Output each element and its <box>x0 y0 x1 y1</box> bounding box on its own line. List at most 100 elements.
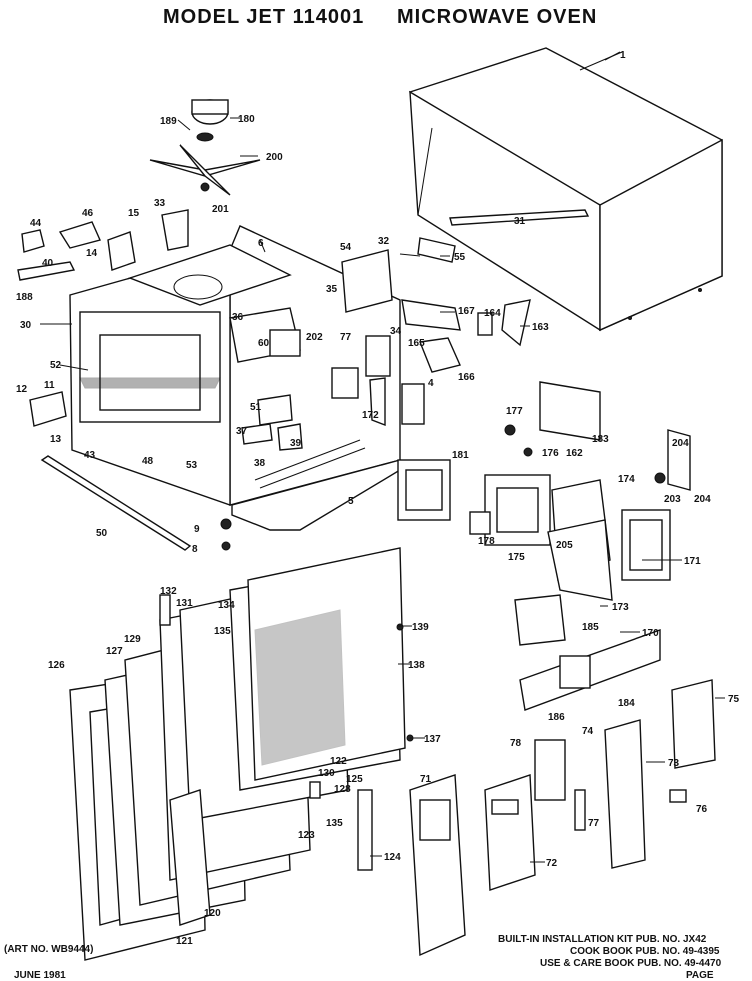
label-134: 134 <box>218 600 235 611</box>
magnetron-assembly <box>469 424 716 769</box>
label-76: 76 <box>696 804 708 815</box>
label-205: 205 <box>556 540 573 551</box>
label-178: 178 <box>478 536 495 547</box>
label-9: 9 <box>194 524 200 535</box>
label-13: 13 <box>50 434 62 445</box>
label-162: 162 <box>566 448 583 459</box>
label-39: 39 <box>290 438 302 449</box>
label-204: 204 <box>694 494 711 505</box>
label-55: 55 <box>454 252 466 263</box>
product-name: MICROWAVE OVEN <box>397 6 598 28</box>
label-135: 135 <box>214 626 231 637</box>
label-127: 127 <box>106 646 123 657</box>
label-180: 180 <box>238 114 255 125</box>
label-120: 120 <box>204 908 221 919</box>
label-165: 165 <box>408 338 425 349</box>
label-48: 48 <box>142 456 154 467</box>
publication-date: JUNE 1981 <box>14 970 66 981</box>
label-34: 34 <box>390 326 402 337</box>
label-60: 60 <box>258 338 270 349</box>
label-40: 40 <box>42 258 54 269</box>
label-133: 135 <box>326 818 343 829</box>
label-200: 200 <box>266 152 283 163</box>
label-131: 131 <box>176 598 193 609</box>
label-126: 126 <box>48 660 65 671</box>
label-181: 181 <box>452 450 469 461</box>
label-121: 121 <box>176 936 193 947</box>
label-4: 4 <box>428 378 434 389</box>
label-188: 188 <box>16 292 33 303</box>
label-14: 14 <box>86 248 98 259</box>
label-186: 186 <box>548 712 565 723</box>
label-122: 122 <box>330 756 347 767</box>
page-label: PAGE <box>686 970 714 981</box>
label-138: 138 <box>408 660 425 671</box>
control-panel-parts <box>409 719 687 957</box>
label-43: 43 <box>84 450 96 461</box>
label-51: 51 <box>250 402 262 413</box>
label-203: 203 <box>664 494 681 505</box>
label-44: 44 <box>30 218 42 229</box>
label-184: 184 <box>618 698 635 709</box>
label-189: 189 <box>160 116 177 127</box>
label-204-top: 204 <box>672 438 689 449</box>
label-185: 185 <box>582 622 599 633</box>
part-number-labels: 1 180 189 200 201 44 46 15 33 6 14 40 18… <box>16 50 740 947</box>
label-176: 176 <box>542 448 559 459</box>
label-77: 77 <box>340 332 352 343</box>
label-177: 177 <box>506 406 523 417</box>
label-130: 130 <box>318 768 335 779</box>
label-173: 173 <box>612 602 629 613</box>
label-15: 15 <box>128 208 140 219</box>
label-123: 123 <box>298 830 315 841</box>
label-175: 175 <box>508 552 525 563</box>
door-assembly <box>69 547 414 961</box>
label-201: 201 <box>212 204 229 215</box>
outer-cabinet <box>408 47 723 332</box>
label-163: 163 <box>532 322 549 333</box>
label-52: 52 <box>50 360 62 371</box>
label-32: 32 <box>378 236 390 247</box>
label-5: 5 <box>348 496 354 507</box>
leader-lines <box>40 51 725 863</box>
label-50: 50 <box>96 528 108 539</box>
label-54: 54 <box>340 242 352 253</box>
diagram-title: MODEL JET 114001 MICROWAVE OVEN <box>0 6 752 32</box>
label-172: 172 <box>362 410 379 421</box>
label-128: 128 <box>334 784 351 795</box>
label-166: 166 <box>458 372 475 383</box>
label-75: 75 <box>728 694 740 705</box>
label-171: 171 <box>684 556 701 567</box>
label-36: 36 <box>232 312 244 323</box>
chassis-components <box>17 209 601 551</box>
label-170: 170 <box>642 628 659 639</box>
label-137: 137 <box>424 734 441 745</box>
art-number: (ART NO. WB9444) <box>4 944 94 955</box>
label-38: 38 <box>254 458 266 469</box>
label-77b: 77 <box>588 818 600 829</box>
label-202: 202 <box>306 332 323 343</box>
label-139: 139 <box>412 622 429 633</box>
label-174: 174 <box>618 474 635 485</box>
label-33: 33 <box>154 198 166 209</box>
cook-book-pub: COOK BOOK PUB. NO. 49-4395 <box>570 946 720 957</box>
label-124: 124 <box>384 852 401 863</box>
label-132: 132 <box>160 586 177 597</box>
label-183: 183 <box>592 434 609 445</box>
label-78: 78 <box>510 738 522 749</box>
label-73: 73 <box>668 758 680 769</box>
use-care-book-pub: USE & CARE BOOK PUB. NO. 49-4470 <box>540 958 722 969</box>
label-10: 8 <box>192 544 198 555</box>
label-35: 35 <box>326 284 338 295</box>
label-164: 164 <box>484 308 501 319</box>
stirrer-motor <box>149 99 261 196</box>
label-74: 74 <box>582 726 594 737</box>
model-number: MODEL JET 114001 <box>163 6 365 28</box>
label-30: 30 <box>20 320 32 331</box>
installation-kit-pub: BUILT-IN INSTALLATION KIT PUB. NO. JX42 <box>498 934 707 945</box>
label-1: 1 <box>620 50 626 61</box>
label-53: 53 <box>186 460 198 471</box>
label-11: 11 <box>44 380 55 391</box>
label-167: 167 <box>458 306 475 317</box>
